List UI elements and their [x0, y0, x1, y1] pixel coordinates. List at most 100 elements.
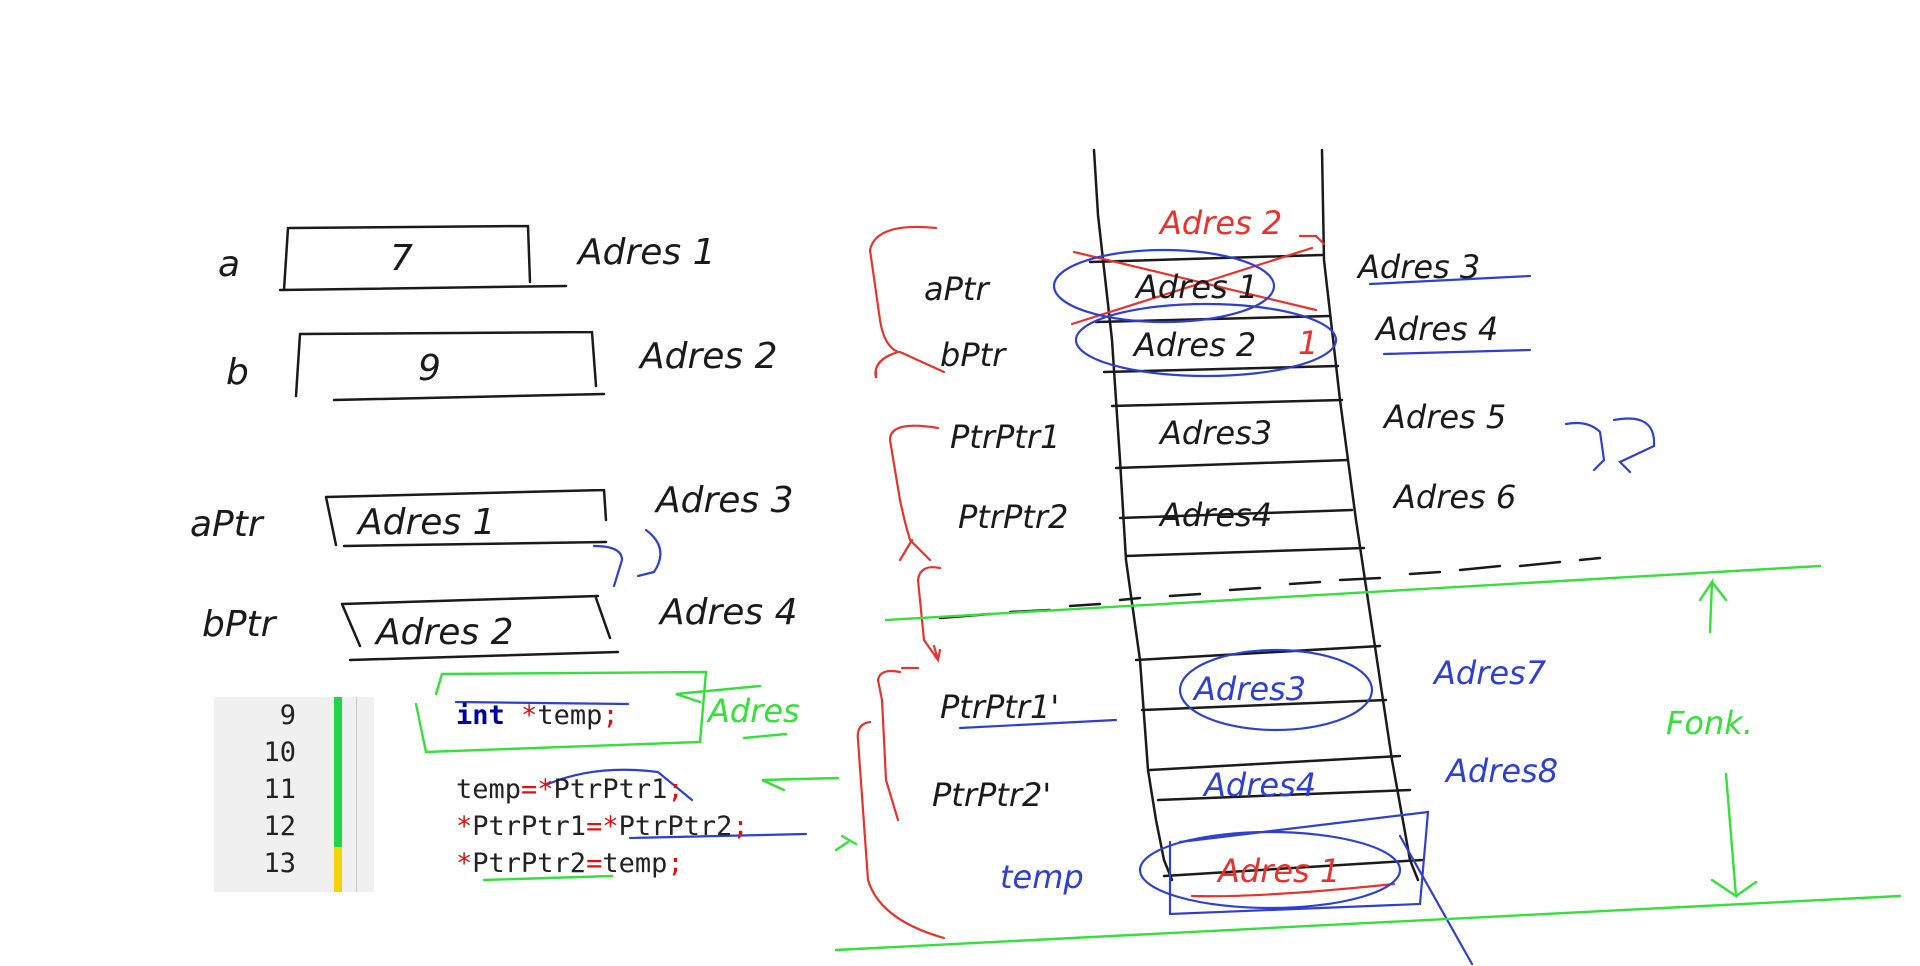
stack-ptrptr1-value: Adres3 — [1158, 414, 1272, 452]
stack-aptr-name: aPtr — [924, 270, 990, 308]
bracket-2 — [888, 424, 940, 562]
green-arrow-code-3 — [834, 834, 858, 852]
code-token: ; — [602, 700, 619, 731]
cross-top — [1070, 246, 1318, 326]
blue-underline-ptrptr1 — [958, 718, 1118, 730]
code-annotation: Adres — [706, 692, 800, 730]
value-aptr: Adres 1 — [356, 502, 496, 543]
circle-ptrptr1 — [1178, 648, 1374, 732]
code-token: temp — [602, 848, 668, 879]
func-ptrptr2-value: Adres4 — [1202, 766, 1316, 804]
bracket-4 — [876, 666, 920, 822]
circle-bptr — [1074, 302, 1338, 378]
address-a: Adres 1 — [576, 232, 716, 273]
func-temp-name: temp — [1000, 858, 1084, 896]
stack-bptr-value: Adres 2 — [1132, 326, 1256, 364]
line-number: 10 — [263, 737, 296, 768]
blue-underline-adres3 — [1368, 274, 1532, 286]
stack-aptr-value: Adres 1 — [1134, 268, 1258, 306]
line-number: 13 — [263, 848, 296, 879]
stack-ptrptr2-address: Adres 6 — [1392, 478, 1516, 516]
func-temp-value: Adres 1 — [1216, 852, 1340, 890]
bracket-5 — [856, 720, 946, 940]
stack-aptr-address: Adres 3 — [1356, 248, 1480, 286]
stack-bptr-correction: 1 — [1298, 324, 1318, 362]
stack-bptr-name: bPtr — [940, 336, 1007, 374]
box-a — [278, 224, 568, 292]
code-token: ; — [732, 811, 749, 842]
underline-temp — [1190, 882, 1396, 898]
address-bptr: Adres 4 — [658, 592, 798, 633]
code-token: =* — [521, 774, 554, 805]
func-ptrptr2-address: Adres8 — [1444, 752, 1558, 790]
gutter-divider — [356, 697, 357, 892]
func-ptrptr2-name: PtrPtr2' — [932, 776, 1051, 814]
func-ptrptr1-address: Adres7 — [1432, 654, 1547, 692]
code-token: PtrPtr1 — [553, 774, 668, 805]
func-ptrptr1-name: PtrPtr1' — [940, 688, 1059, 726]
green-line-bottom — [834, 894, 1902, 952]
code-token: = — [586, 848, 603, 879]
stack-ptrptr1-address: Adres 5 — [1382, 398, 1506, 436]
address-b: Adres 2 — [638, 336, 778, 377]
code-token: * — [521, 700, 538, 731]
green-box-code — [414, 670, 708, 754]
green-arrow-down — [1710, 772, 1758, 899]
code-token: ; — [667, 774, 684, 805]
stack-dashes — [938, 556, 1602, 620]
green-adres-underline — [742, 732, 788, 740]
label-a: a — [218, 244, 240, 285]
code-gutter — [214, 697, 374, 892]
blue-code-1 — [454, 700, 630, 706]
blue-code-3 — [628, 832, 808, 840]
func-label: Fonk. — [1666, 704, 1753, 742]
code-token: int — [456, 700, 505, 731]
line-number: 9 — [279, 700, 296, 731]
green-arrow-code-1 — [675, 684, 762, 704]
bracket-1 — [868, 225, 946, 379]
arrow-top-red — [1298, 234, 1326, 246]
label-aptr: aPtr — [190, 504, 265, 545]
change-marker-unsaved — [334, 847, 342, 892]
code-token: ; — [667, 848, 684, 879]
code-line[interactable]: *PtrPtr1=*PtrPtr2; — [456, 811, 749, 842]
code-token: PtrPtr2 — [618, 811, 733, 842]
stack-bptr-address: Adres 4 — [1374, 310, 1498, 348]
code-token: PtrPtr2 — [472, 848, 587, 879]
blue-code-2 — [546, 768, 694, 802]
code-token: temp — [537, 700, 603, 731]
blue-box-temp — [1168, 810, 1430, 916]
func-ptrptr1-value: Adres3 — [1192, 670, 1306, 708]
box-b — [294, 330, 606, 402]
box-bptr — [340, 594, 620, 662]
code-token: PtrPtr1 — [472, 811, 587, 842]
code-line[interactable]: *PtrPtr2=temp; — [456, 848, 684, 879]
stack-ptrptr1-name: PtrPtr1 — [950, 418, 1060, 456]
green-line-top — [884, 564, 1822, 622]
address-aptr: Adres 3 — [654, 480, 794, 521]
code-token: * — [456, 811, 473, 842]
value-a: 7 — [390, 238, 413, 279]
green-underline-code-13 — [482, 874, 614, 882]
blue-swap-2 — [592, 528, 662, 588]
line-number: 12 — [263, 811, 296, 842]
green-arrow-code-2 — [761, 776, 840, 792]
code-token: =* — [586, 811, 619, 842]
circle-aptr — [1052, 248, 1276, 324]
code-token — [505, 700, 521, 731]
blue-underline-adres4 — [1382, 348, 1532, 356]
change-marker-saved — [334, 697, 342, 847]
value-bptr: Adres 2 — [374, 612, 514, 653]
label-b: b — [226, 352, 249, 393]
code-token: * — [456, 848, 473, 879]
code-line[interactable]: temp=*PtrPtr1; — [456, 774, 684, 805]
stack-left-wall — [1092, 148, 1174, 882]
bracket-3 — [916, 566, 942, 663]
code-line[interactable]: int *temp; — [456, 700, 619, 731]
stack-ptrptr2-value: Adres4 — [1158, 496, 1272, 534]
label-bptr: bPtr — [202, 604, 278, 645]
blue-swap-1 — [1564, 417, 1656, 474]
stack-ptrptr2-name: PtrPtr2 — [958, 498, 1068, 536]
box-aptr — [324, 488, 608, 548]
